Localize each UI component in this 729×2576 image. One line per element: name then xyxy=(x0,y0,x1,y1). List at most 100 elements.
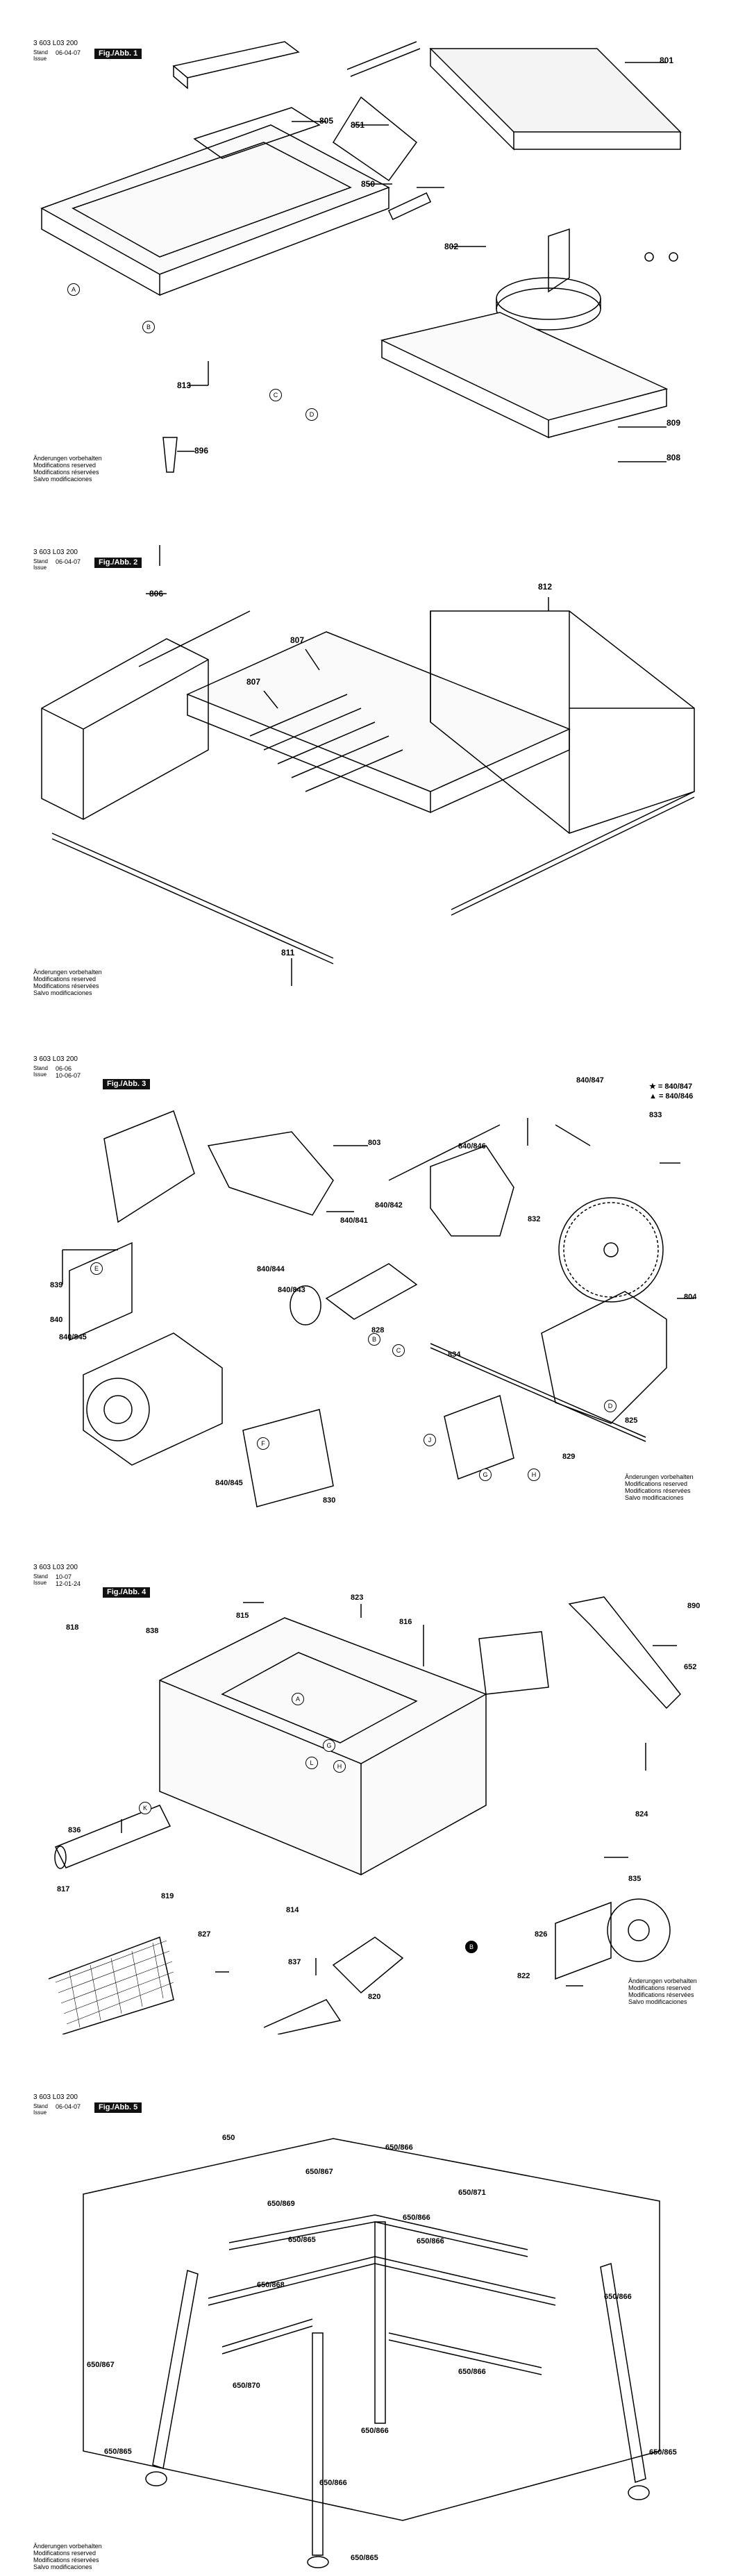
part-label: 827 xyxy=(198,1930,211,1939)
callout-marker: H xyxy=(528,1469,540,1481)
sheet-header: 3 603 L03 200 Stand Issue 10-07 12-01-24… xyxy=(33,1564,151,1598)
part-label: 807 xyxy=(246,677,261,687)
part-label: 836 xyxy=(68,1826,81,1834)
part-label: 826 xyxy=(535,1930,548,1939)
callout-marker: D xyxy=(604,1400,617,1412)
part-label: 817 xyxy=(57,1885,70,1893)
part-label: 650/865 xyxy=(104,2448,132,2456)
part-label: 809 xyxy=(667,418,681,428)
figure-1: 3 603 L03 200 Stand Issue 06-04-07 Fig./… xyxy=(0,0,729,500)
part-label: 840/842 xyxy=(375,1201,403,1210)
part-label: 650/866 xyxy=(319,2479,347,2487)
callout-marker: F xyxy=(257,1437,269,1450)
part-label: 840/845 xyxy=(215,1479,243,1487)
part-label: 834 xyxy=(448,1350,461,1359)
part-label: 840/843 xyxy=(278,1286,305,1294)
part-label: 819 xyxy=(161,1892,174,1900)
part-label: 652 xyxy=(684,1663,697,1671)
document-code: 3 603 L03 200 xyxy=(33,1055,78,1063)
callout-marker: C xyxy=(269,389,282,401)
part-label: 816 xyxy=(399,1618,412,1626)
issue-date: 06-04-07 xyxy=(56,558,81,565)
part-label: 650/868 xyxy=(257,2281,285,2289)
part-label: 840/841 xyxy=(340,1216,368,1225)
exploded-view-drawing-5 xyxy=(83,2138,660,2568)
figure-title: Fig./Abb. 3 xyxy=(103,1079,151,1089)
part-label: 814 xyxy=(286,1906,299,1914)
sheet-header: 3 603 L03 200 Stand Issue 06-04-07 Fig./… xyxy=(33,549,142,571)
part-label: 822 xyxy=(517,1972,530,1980)
part-label: 806 xyxy=(149,589,164,599)
part-label: 820 xyxy=(368,1993,381,2001)
document-code: 3 603 L03 200 xyxy=(33,40,78,47)
callout-marker: A xyxy=(67,283,80,296)
part-label: 818 xyxy=(66,1623,79,1632)
callout-marker: K xyxy=(139,1802,151,1814)
part-label: 802 xyxy=(444,242,459,251)
part-label: 835 xyxy=(628,1875,642,1883)
stand-issue-label: Stand Issue xyxy=(33,558,48,571)
part-label: 811 xyxy=(281,948,295,957)
part-label: 832 xyxy=(528,1215,541,1223)
part-label: 840 xyxy=(50,1316,63,1324)
figure-3: 3 603 L03 200 Stand Issue 06-06 10-06-07… xyxy=(0,1007,729,1514)
figure-4: 3 603 L03 200 Stand Issue 10-07 12-01-24… xyxy=(0,1514,729,2034)
figure-5: 3 603 L03 200 Stand Issue 06-04-07 Fig./… xyxy=(0,2034,729,2576)
stand-issue-label: Stand Issue xyxy=(33,1573,48,1586)
document-code: 3 603 L03 200 xyxy=(33,2093,78,2101)
part-label: 838 xyxy=(146,1627,159,1635)
figure-title: Fig./Abb. 4 xyxy=(103,1587,151,1598)
callout-marker: C xyxy=(392,1344,405,1357)
stand-issue-label: Stand Issue xyxy=(33,2103,48,2116)
part-label: 890 xyxy=(687,1602,701,1610)
figure-title: Fig./Abb. 5 xyxy=(94,2102,142,2113)
part-label: 839 xyxy=(50,1281,63,1289)
part-label: 650/865 xyxy=(351,2554,378,2562)
part-label: 650/869 xyxy=(267,2200,295,2208)
part-label: 808 xyxy=(667,453,681,462)
part-label: 815 xyxy=(236,1612,249,1620)
part-label: 851 xyxy=(351,120,365,130)
sheet-header: 3 603 L03 200 Stand Issue 06-04-07 Fig./… xyxy=(33,40,142,62)
sheet-header: 3 603 L03 200 Stand Issue 06-06 10-06-07… xyxy=(33,1055,151,1089)
callout-marker: E xyxy=(90,1262,103,1275)
part-label: 650/866 xyxy=(417,2237,444,2245)
part-label: 804 xyxy=(684,1293,697,1301)
exploded-view-drawing-3 xyxy=(62,1110,694,1507)
document-code: 3 603 L03 200 xyxy=(33,549,78,556)
part-label: 833 xyxy=(649,1111,662,1119)
exploded-view-drawing-1 xyxy=(40,41,682,473)
callout-marker: L xyxy=(305,1757,318,1769)
stand-issue-label: Stand Issue xyxy=(33,49,48,62)
part-label: 830 xyxy=(323,1496,336,1505)
part-label: 803 xyxy=(368,1139,381,1147)
part-label: 850 xyxy=(361,179,376,189)
part-label: 650/867 xyxy=(87,2361,115,2369)
legend: ★ = 840/847 ▲ = 840/846 xyxy=(649,1082,694,1101)
part-label: 650/865 xyxy=(649,2448,677,2457)
callout-marker: J xyxy=(424,1434,436,1446)
part-label: 824 xyxy=(635,1810,648,1818)
issue-date: 06-04-07 xyxy=(56,49,81,56)
figure-title: Fig./Abb. 2 xyxy=(94,558,142,568)
part-label: 650/866 xyxy=(361,2427,389,2435)
figure-title: Fig./Abb. 1 xyxy=(94,49,142,59)
part-label: 812 xyxy=(538,582,553,592)
part-label: 840/846 xyxy=(458,1142,486,1151)
callout-marker: G xyxy=(479,1469,492,1481)
callout-marker: B xyxy=(142,321,155,333)
part-label: 840/847 xyxy=(576,1076,604,1085)
part-label: 829 xyxy=(562,1453,576,1461)
callout-marker: D xyxy=(305,408,318,421)
part-label: 650/865 xyxy=(288,2236,316,2244)
callout-marker: G xyxy=(323,1739,335,1752)
stand-issue-label: Stand Issue xyxy=(33,1065,48,1078)
document-code: 3 603 L03 200 xyxy=(33,1564,78,1571)
part-label: 896 xyxy=(194,446,209,455)
part-label: 650/867 xyxy=(305,2168,333,2176)
part-label: 650/866 xyxy=(604,2293,632,2301)
